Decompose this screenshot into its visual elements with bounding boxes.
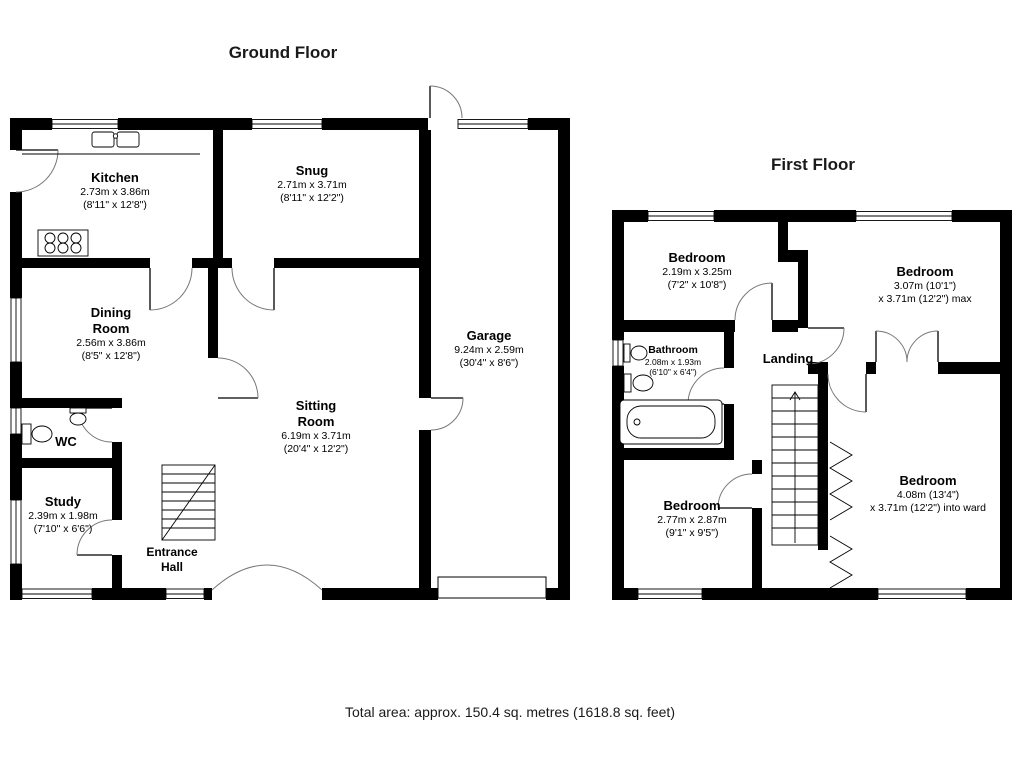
bedroom-front-left-imperial: (7'2" x 10'8"): [667, 278, 727, 291]
first-floor-title: First Floor: [770, 155, 856, 174]
bedroom-back-left-metric: 2.77m x 2.87m: [657, 513, 727, 526]
bedroom-back-left-name: Bedroom: [663, 498, 721, 513]
first-window-icons: [612, 211, 967, 599]
bedroom-front-right-name: Bedroom: [896, 264, 954, 279]
bedroom-back-right-imperial: x 3.71m (12'2") into ward: [869, 501, 987, 514]
room-label-bedroom-back-left: Bedroom 2.77m x 2.87m (9'1" x 9'5"): [657, 498, 726, 539]
snug-metric: 2.71m x 3.71m: [277, 178, 347, 191]
dining-imperial: (8'5" x 12'8"): [81, 349, 141, 362]
wc-name: WC: [55, 434, 77, 449]
ground-floor-plan: [10, 85, 570, 600]
bathroom-imperial: (6'10" x 6'4"): [649, 367, 697, 378]
room-label-bedroom-front-right: Bedroom 3.07m (10'1") x 3.71m (12'2") ma…: [878, 264, 971, 305]
bathroom-metric: 2.08m x 1.93m: [644, 356, 702, 367]
garage-name: Garage: [466, 328, 512, 343]
landing-name: Landing: [762, 351, 814, 366]
ground-walls: [10, 118, 570, 600]
kitchen-hob-icon: [37, 229, 89, 257]
snug-imperial: (8'11" x 12'2"): [280, 191, 344, 204]
room-label-dining: Dining Room 2.56m x 3.86m (8'5" x 12'8"): [76, 305, 145, 362]
garage-door-icon: [437, 576, 547, 599]
ground-floor-title: Ground Floor: [228, 43, 338, 62]
first-floor-plan: [612, 210, 1012, 600]
garage-metric: 9.24m x 2.59m: [454, 343, 524, 356]
bathroom-bathtub-icon: [619, 399, 723, 445]
room-label-kitchen: Kitchen 2.73m x 3.86m (8'11" x 12'8"): [80, 170, 149, 211]
study-metric: 2.39m x 1.98m: [28, 509, 98, 522]
first-stairs: [771, 384, 819, 546]
room-label-bedroom-back-right: Bedroom 4.08m (13'4") x 3.71m (12'2") in…: [870, 473, 986, 514]
kitchen-sink-icon: [91, 131, 140, 148]
bedroom-back-right-name: Bedroom: [899, 473, 957, 488]
kitchen-metric: 2.73m x 3.86m: [80, 185, 150, 198]
wardrobe-bifold-door-icons: [829, 441, 853, 589]
room-label-study: Study 2.39m x 1.98m (7'10" x 6'6"): [28, 494, 97, 535]
sitting-imperial: (20'4" x 12'2"): [283, 442, 349, 455]
ground-stairs: [161, 464, 216, 541]
bedroom-front-left-metric: 2.19m x 3.25m: [662, 265, 732, 278]
bedroom-front-left-name: Bedroom: [668, 250, 726, 265]
bathroom-toilet-icon: [623, 373, 654, 393]
sitting-metric: 6.19m x 3.71m: [281, 429, 351, 442]
bedroom-back-right-metric: 4.08m (13'4"): [896, 488, 960, 501]
wc-sink-icon: [69, 407, 87, 426]
total-area-text: Total area: approx. 150.4 sq. metres (16…: [345, 704, 675, 720]
room-label-garage: Garage 9.24m x 2.59m (30'4" x 8'6"): [454, 328, 523, 369]
wc-toilet-icon: [21, 423, 53, 445]
ground-window-icons: [10, 119, 529, 599]
room-label-bathroom: Bathroom 2.08m x 1.93m (6'10" x 6'4"): [645, 344, 701, 378]
dining-metric: 2.56m x 3.86m: [76, 336, 146, 349]
kitchen-name: Kitchen: [91, 170, 139, 185]
kitchen-imperial: (8'11" x 12'8"): [83, 198, 147, 211]
room-label-snug: Snug 2.71m x 3.71m (8'11" x 12'2"): [277, 163, 346, 204]
dining-name: Dining Room: [90, 305, 132, 336]
room-label-sitting: Sitting Room 6.19m x 3.71m (20'4" x 12'2…: [281, 398, 350, 455]
bedroom-back-left-imperial: (9'1" x 9'5"): [665, 526, 719, 539]
bathroom-name: Bathroom: [648, 344, 698, 356]
room-label-wc: WC: [55, 434, 77, 450]
sitting-name: Sitting Room: [295, 398, 337, 429]
study-name: Study: [44, 494, 82, 509]
bedroom-front-right-metric: 3.07m (10'1"): [893, 279, 957, 292]
bathroom-sink-icon: [623, 343, 648, 363]
room-label-entrance-hall: Entrance Hall: [137, 545, 207, 574]
snug-name: Snug: [295, 163, 329, 178]
study-imperial: (7'10" x 6'6"): [33, 522, 93, 535]
entrance-hall-name: Entrance Hall: [146, 545, 198, 574]
garage-imperial: (30'4" x 8'6"): [459, 356, 519, 369]
bedroom-front-right-imperial: x 3.71m (12'2") max: [878, 292, 972, 305]
room-label-landing: Landing: [763, 351, 814, 367]
room-label-bedroom-front-left: Bedroom 2.19m x 3.25m (7'2" x 10'8"): [662, 250, 731, 291]
